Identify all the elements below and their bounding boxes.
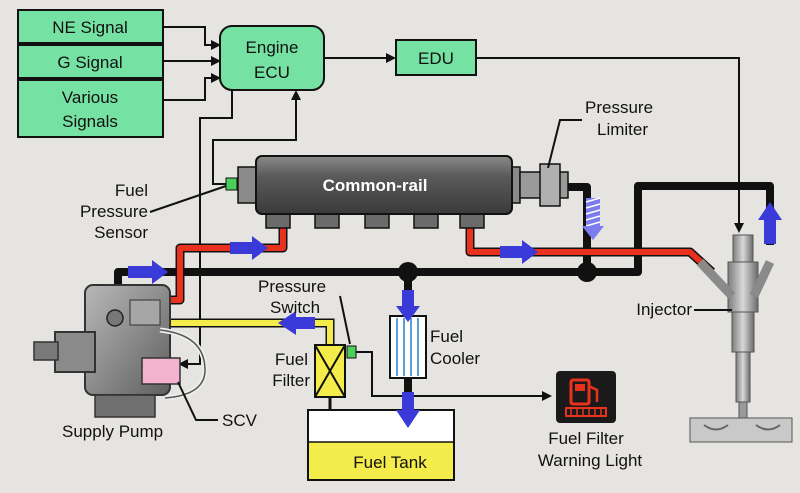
fuel-filter xyxy=(314,344,346,398)
fuel-pressure-sensor-label-1: Fuel xyxy=(115,181,148,200)
flow-arrow-injector-return xyxy=(758,202,782,244)
flow-arrow-to-cooler xyxy=(396,290,420,322)
ne-signal-label: NE Signal xyxy=(52,18,128,37)
wire-edu-to-injector xyxy=(476,57,744,233)
wire-ne-to-ecu xyxy=(163,26,221,50)
leader-fuel-pressure-sensor xyxy=(149,185,227,213)
g-signal-label: G Signal xyxy=(57,53,122,72)
common-rail xyxy=(237,155,521,229)
wire-switch-to-light xyxy=(356,351,552,401)
fuel-pressure-sensor-label-3: Sensor xyxy=(94,223,148,242)
scv-label: SCV xyxy=(222,411,258,430)
fuel-tank-label: Fuel Tank xyxy=(353,453,427,472)
wire-ecu-to-scv xyxy=(178,90,233,369)
limiter-flow-arrow xyxy=(582,197,604,240)
return-line xyxy=(114,183,591,300)
engine-ecu-label-1: Engine xyxy=(246,38,299,57)
fuel-pressure-sensor xyxy=(225,177,238,191)
pressure-switch xyxy=(346,345,357,359)
fuel-cooler-label-2: Cooler xyxy=(430,349,480,368)
fuel-cooler xyxy=(389,315,427,379)
cylinder-head xyxy=(689,417,793,443)
flow-arrow-pump-out xyxy=(128,260,168,284)
ne-signal-box xyxy=(17,9,164,44)
flow-arrow-to-tank xyxy=(396,392,420,428)
fuel-pressure-sensor-label-2: Pressure xyxy=(80,202,148,221)
flow-arrow-to-rail xyxy=(230,236,268,260)
pressure-limiter-label-2: Limiter xyxy=(597,120,648,139)
edu-label: EDU xyxy=(418,49,454,68)
supply-line-yellow xyxy=(165,320,333,345)
flow-arrows xyxy=(128,202,782,428)
wire-various-to-ecu xyxy=(163,73,221,101)
injector-label: Injector xyxy=(636,300,692,319)
leader-pressure-switch xyxy=(339,295,351,345)
leader-pressure-limiter xyxy=(547,119,582,169)
various-signals-label-2: Signals xyxy=(62,112,118,131)
various-signals-box xyxy=(17,79,164,138)
engine-ecu-label-2: ECU xyxy=(254,63,290,82)
fuel-filter-label-1: Fuel xyxy=(275,350,308,369)
warning-light-label-1: Fuel Filter xyxy=(548,429,624,448)
pressure-limiter xyxy=(519,163,569,207)
g-signal-box xyxy=(17,44,164,79)
fuel-pump-icon xyxy=(556,371,616,423)
pressure-switch-label-2: Switch xyxy=(270,298,320,317)
supply-pump-label: Supply Pump xyxy=(62,422,163,441)
junction-left xyxy=(398,262,418,282)
fuel-tank xyxy=(307,409,455,481)
leader-scv xyxy=(177,381,218,421)
pressure-limiter-label-1: Pressure xyxy=(585,98,653,117)
scv xyxy=(141,357,181,385)
flow-arrow-yellow xyxy=(278,311,315,335)
fuel-cooler-label-1: Fuel xyxy=(430,327,463,346)
common-rail-label: Common-rail xyxy=(323,176,428,195)
injector xyxy=(696,234,775,419)
warning-light-label-2: Warning Light xyxy=(538,451,643,470)
junction-right xyxy=(577,262,597,282)
hp-line-pump-to-rail xyxy=(165,226,286,303)
fuel-filter-label-2: Filter xyxy=(272,371,310,390)
supply-pump xyxy=(33,284,208,418)
wire-sensor-to-ecu xyxy=(212,90,301,185)
flow-arrow-to-injector xyxy=(500,240,538,264)
various-signals-label-1: Various xyxy=(62,88,118,107)
pressure-switch-label-1: Pressure xyxy=(258,277,326,296)
